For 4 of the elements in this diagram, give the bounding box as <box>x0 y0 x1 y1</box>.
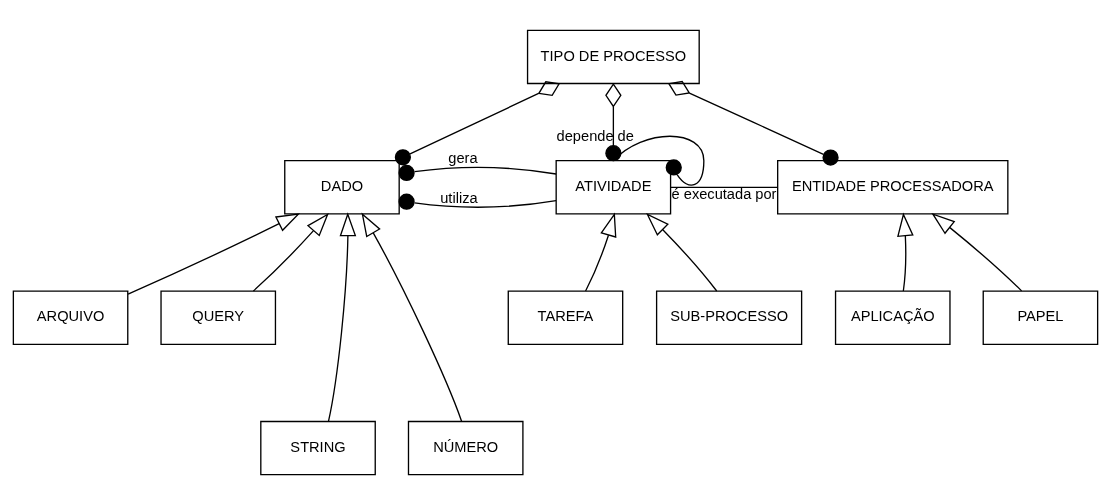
edge-label: depende de <box>556 127 634 144</box>
edge-label: utiliza <box>440 189 478 206</box>
edge-label: é executada por <box>671 185 777 202</box>
edge-label: gera <box>448 149 478 166</box>
